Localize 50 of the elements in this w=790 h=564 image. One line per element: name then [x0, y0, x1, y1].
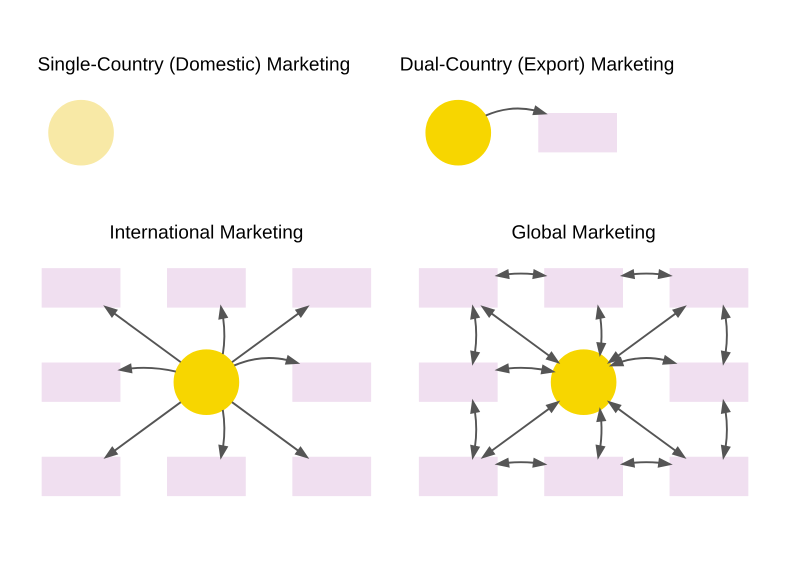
node-circle — [48, 99, 114, 166]
arrow — [620, 457, 673, 468]
node-box — [538, 112, 618, 152]
node-box — [292, 268, 372, 308]
label: Single-Country (Domestic) Marketing — [37, 54, 350, 75]
arrow — [480, 304, 560, 364]
node-box — [670, 362, 748, 402]
arrow — [494, 362, 556, 374]
node-circle — [550, 348, 616, 414]
arrow — [218, 409, 228, 460]
label: Dual-Country (Export) Marketing — [400, 54, 674, 75]
node-box — [42, 456, 120, 496]
arrow — [480, 400, 560, 458]
arrow — [720, 398, 731, 460]
arrow — [104, 400, 182, 458]
arrow — [117, 362, 176, 373]
arrow — [606, 400, 686, 458]
arrow — [620, 268, 673, 279]
arrow — [218, 304, 228, 354]
node-box — [418, 362, 498, 402]
node-box — [42, 362, 120, 402]
node-box — [418, 456, 498, 496]
arrow — [596, 406, 606, 460]
arrow — [494, 457, 548, 468]
node-circle — [425, 99, 492, 166]
arrow — [232, 400, 310, 458]
label: Global Marketing — [511, 222, 656, 244]
arrow — [232, 304, 310, 362]
node-box — [544, 456, 623, 496]
arrow — [470, 398, 480, 460]
arrow — [103, 304, 182, 362]
arrow — [485, 104, 548, 116]
arrow — [606, 304, 687, 364]
node-box — [544, 268, 623, 308]
arrow — [494, 268, 548, 279]
node-circle — [174, 348, 240, 414]
arrow — [596, 304, 606, 357]
node-box — [670, 268, 748, 308]
arrow — [608, 354, 678, 366]
arrow — [720, 304, 731, 366]
node-box — [167, 456, 246, 496]
label: International Marketing — [109, 222, 304, 244]
node-box — [418, 268, 498, 308]
node-box — [292, 362, 372, 402]
node-box — [42, 268, 120, 308]
arrow — [470, 304, 480, 366]
node-box — [670, 456, 748, 496]
node-box — [292, 456, 372, 496]
arrow — [234, 354, 300, 366]
node-box — [167, 268, 246, 308]
